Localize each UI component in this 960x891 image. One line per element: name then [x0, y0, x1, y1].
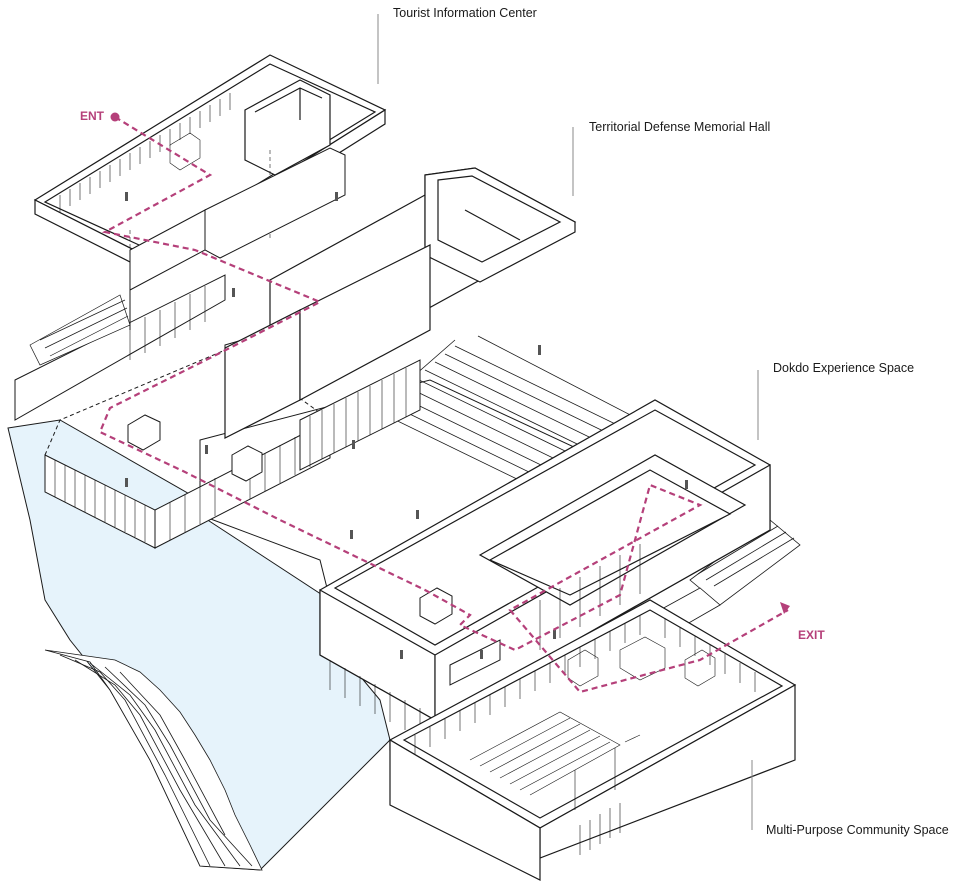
cliff-ramp [30, 295, 130, 365]
exit-arrow-icon [780, 602, 790, 614]
rock-cliff [45, 650, 262, 870]
community-facade [580, 803, 620, 855]
glass-mullions-middle [130, 286, 406, 465]
exit-label: EXIT [798, 628, 825, 642]
label-leaders [378, 14, 758, 830]
community-interior [415, 615, 755, 810]
glass-pavilion [45, 348, 330, 548]
label-memorial-hall: Territorial Defense Memorial Hall [589, 120, 771, 134]
visitor-route [100, 117, 788, 692]
label-community-space: Multi-Purpose Community Space [766, 823, 949, 837]
memorial-hall-volume [225, 168, 575, 438]
experience-space-volume [320, 400, 770, 720]
label-tourist-center: Tourist Information Center [393, 6, 537, 20]
glass-mullions-left [55, 429, 310, 542]
label-experience-space: Dokdo Experience Space [773, 361, 915, 375]
entrance-label: ENT [80, 109, 104, 123]
kiosks [128, 415, 500, 685]
connecting-corridor [130, 148, 345, 330]
entrance-marker [110, 112, 120, 122]
people-figures [125, 192, 688, 659]
